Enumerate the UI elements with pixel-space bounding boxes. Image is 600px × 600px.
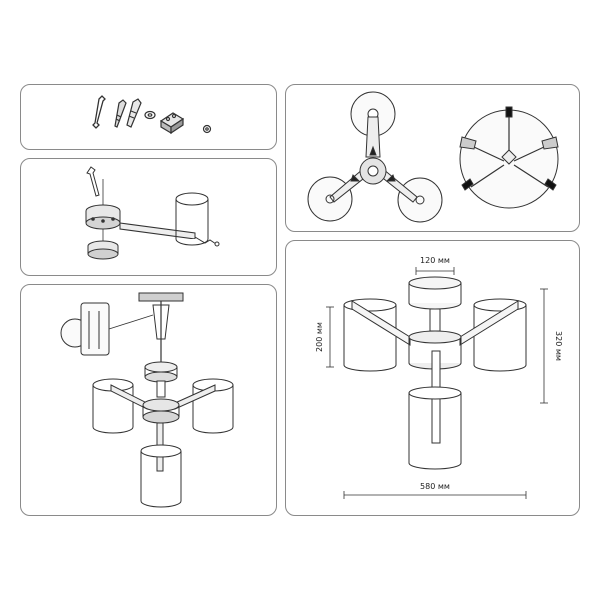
wrench-icon: [92, 95, 106, 129]
screw-icon: [114, 99, 127, 128]
dimension-drawing: [343, 276, 527, 470]
panel-mounting: [20, 158, 277, 276]
panel-parts-kit: [20, 84, 277, 150]
dimension-total-height: 320 мм: [554, 331, 563, 361]
wiring-detail-diagram: [459, 106, 559, 209]
panel-dimensions: 120 мм 200 мм 320 мм 580 мм: [285, 240, 580, 516]
washer-icon: [144, 110, 156, 120]
mounting-diagram: [85, 166, 220, 260]
dowel-icon: [126, 98, 142, 128]
wrench-icon: [86, 166, 100, 197]
dimension-total-width: 580 мм: [420, 482, 450, 491]
nut-icon: [202, 124, 212, 134]
ceiling-block: [138, 292, 184, 302]
panel-top-view: [285, 84, 580, 232]
dimension-lines: [326, 267, 548, 499]
assembly-diagram: [60, 292, 234, 508]
dimension-top-width: 120 мм: [420, 256, 450, 265]
dimension-shade-height: 200 мм: [315, 322, 324, 352]
top-view-diagram: [307, 91, 443, 223]
panel-assembly: [20, 284, 277, 516]
terminal-block-icon: [159, 112, 185, 135]
